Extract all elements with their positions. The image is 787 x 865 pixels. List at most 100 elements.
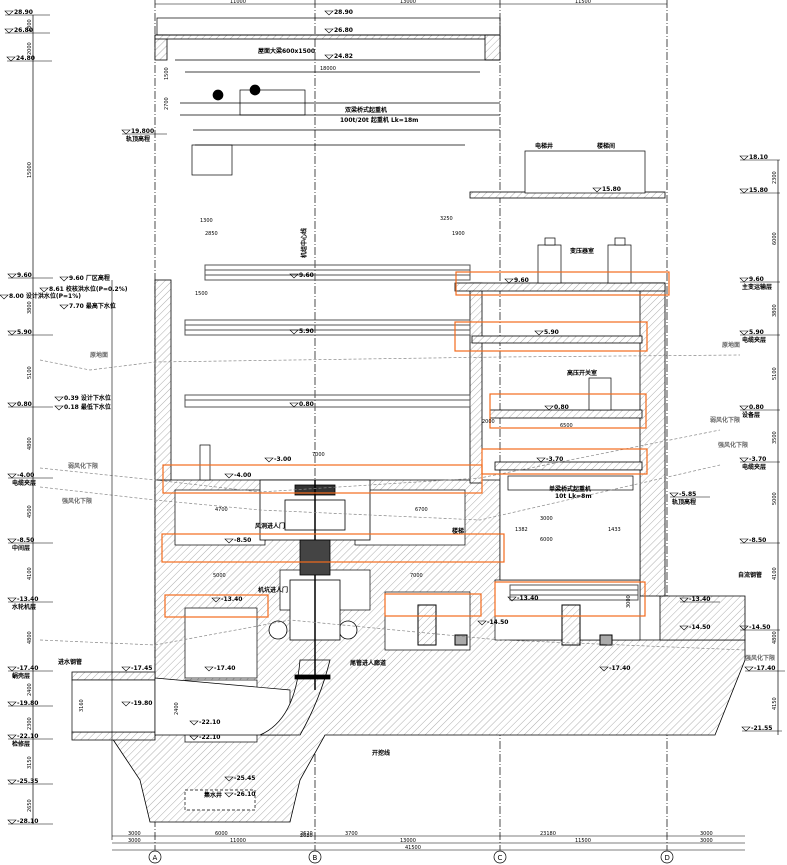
inner-elevation-label: -3.00	[274, 456, 291, 463]
elevation-level-name: 电缆夹层	[742, 336, 766, 344]
elevation-label: -8.50	[749, 537, 766, 544]
drawing-note: 双梁桥式起重机	[345, 106, 387, 114]
bottom-dimension: 23180	[540, 831, 556, 837]
vertical-dimension: 15000	[27, 162, 33, 178]
inner-elevation-label: -13.40	[221, 596, 242, 603]
elevation-marker-icon	[59, 276, 69, 282]
elevation-marker-icon	[224, 538, 234, 544]
elevation-marker-icon	[739, 155, 749, 161]
drawing-note: 变压器室	[570, 247, 594, 255]
dimension-label: 1900	[452, 231, 465, 237]
dimension-label: 2400	[174, 702, 180, 715]
drawing-note: 集水井	[203, 791, 222, 799]
elevation-marker-icon	[7, 734, 17, 740]
inner-elevation-label: 28.90	[334, 9, 353, 16]
inner-elevation-label: 5.90	[299, 328, 314, 335]
geology-note: 强风化下限	[718, 441, 748, 449]
elevation-label: 9.60	[17, 272, 32, 279]
elevation-marker-icon	[6, 56, 16, 62]
drawing-note: 10t Lk=8m	[555, 493, 592, 500]
axis-bubble-icon	[308, 850, 322, 864]
dimension-lines	[112, 3, 745, 851]
elevation-marker-icon	[324, 28, 334, 34]
vertical-dimension: 2650	[27, 799, 33, 812]
drawing-note: 楼梯	[452, 527, 464, 535]
water-level-label: 8.00 设计洪水位(P=1%)	[9, 292, 81, 300]
water-level-label: 8.61 校核洪水位(P=0.2%)	[49, 285, 128, 293]
elevation-marker-icon	[744, 666, 754, 672]
vertical-dimension: 6000	[772, 232, 778, 245]
valves	[417, 604, 613, 646]
dimension-label: 7000	[410, 573, 423, 579]
dimension-label: 3160	[79, 699, 85, 712]
vertical-dimension: 5100	[772, 367, 778, 380]
elevation-marker-icon	[679, 625, 689, 631]
elevation-level-name: 电缆夹层	[12, 479, 36, 487]
inner-elevation-label: 26.80	[334, 27, 353, 34]
elevation-label: -28.10	[17, 818, 38, 825]
dimension-label: 6500	[560, 423, 573, 429]
elevation-marker-icon	[0, 294, 9, 300]
elevation-level-name: 轨顶高程	[672, 498, 696, 506]
elevation-label: 19.800	[131, 128, 154, 135]
drawing-note: 进水钢管	[58, 658, 82, 666]
vertical-dimension: 3150	[27, 756, 33, 769]
elevation-marker-icon	[7, 597, 17, 603]
inner-elevation-label: -17.45	[131, 665, 152, 672]
vertical-dimension: 3800	[27, 301, 33, 314]
bottom-dimension: 3000	[700, 838, 713, 844]
bottom-dimension: 6000	[215, 831, 228, 837]
elevation-marker-icon	[59, 304, 69, 310]
water-level-label: 9.60 厂区高程	[69, 274, 110, 282]
elevation-label: 0.80	[749, 404, 764, 411]
dimension-label: 6000	[540, 537, 553, 543]
elevation-marker-icon	[739, 188, 749, 194]
elevation-label: 28.90	[14, 9, 33, 16]
dimension-label: 1500	[195, 291, 208, 297]
inner-elevation-label: -3.70	[546, 456, 563, 463]
drawing-note: 开挖线	[372, 749, 390, 757]
water-level-label: 0.18 最低下水位	[64, 403, 111, 411]
elevation-marker-icon	[7, 819, 17, 825]
elevation-label: 9.60	[749, 276, 764, 283]
elevation-label: 0.80	[17, 401, 32, 408]
axis-bubble-icon	[660, 850, 674, 864]
dimension-label: 1382	[515, 527, 528, 533]
axis-label: A	[153, 854, 158, 862]
elevation-marker-icon	[679, 597, 689, 603]
elevation-marker-icon	[477, 620, 487, 626]
total-dimension: 41500	[405, 845, 421, 851]
vertical-dimension: 4800	[27, 437, 33, 450]
axis-bubble-icon	[493, 850, 507, 864]
inner-elevation-label: -17.40	[214, 665, 235, 672]
vertical-dimension: 4800	[772, 631, 778, 644]
dimension-label: 3250	[440, 216, 453, 222]
elevation-label: -3.70	[749, 456, 766, 463]
inner-elevation-label: -22.10	[199, 719, 220, 726]
dimension-label: 2850	[205, 231, 218, 237]
dimension-label: 4700	[215, 507, 228, 513]
water-level-label: 7.70 最高下水位	[69, 302, 116, 310]
elevation-marker-icon	[289, 273, 299, 279]
turbine-unit	[259, 479, 371, 736]
elevation-marker-icon	[7, 330, 17, 336]
inner-elevation-label: -26.10	[234, 791, 255, 798]
geology-note: 弱风化下限	[68, 462, 98, 470]
inner-elevation-label: -8.50	[234, 537, 251, 544]
drawing-note: 楼梯间	[597, 142, 615, 150]
vertical-dimension: 2400	[27, 683, 33, 696]
vertical-dimension: 4100	[772, 567, 778, 580]
inner-elevation-label: -4.00	[234, 472, 251, 479]
elevation-level-name: 主变运输层	[742, 283, 772, 291]
dimension-label: 3000	[540, 516, 553, 522]
inner-elevation-label: 9.60	[299, 272, 314, 279]
elevation-label: -5.85	[679, 491, 696, 498]
inner-elevation-label: -22.10	[199, 734, 220, 741]
elevation-marker-icon	[121, 701, 131, 707]
vertical-dimension: 4500	[27, 505, 33, 518]
vertical-dimension: 2000	[27, 42, 33, 55]
vertical-dimension: 4150	[772, 697, 778, 710]
bottom-dimension: 11000	[230, 838, 246, 844]
elevation-marker-icon	[224, 473, 234, 479]
elevation-marker-icon	[264, 457, 274, 463]
